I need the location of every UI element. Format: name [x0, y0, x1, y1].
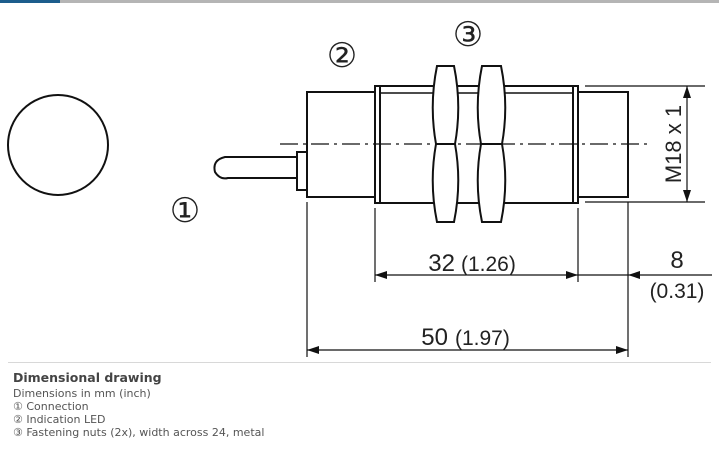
dim-8-value: 8 [670, 247, 683, 274]
dim-32-value: 32 [428, 250, 455, 277]
caption-item: ③ Fastening nuts (2x), width across 24, … [13, 426, 265, 439]
callout-3: ③ [453, 16, 483, 54]
caption-item: ① Connection [13, 400, 89, 413]
brand-strip [0, 0, 60, 3]
caption-item: ② Indication LED [13, 413, 106, 426]
dim-8-inch: (0.31) [650, 280, 705, 303]
front-view-circle [7, 94, 109, 196]
caption-title: Dimensional drawing [13, 370, 162, 385]
thread-label: M18 x 1 [661, 105, 686, 183]
callout-2: ② [327, 37, 357, 75]
callout-1: ① [170, 192, 200, 230]
caption-units: Dimensions in mm (inch) [13, 387, 151, 400]
dim-50-inch: (1.97) [455, 327, 510, 350]
dim-32-inch: (1.26) [461, 253, 516, 276]
divider [8, 362, 711, 363]
top-border [0, 0, 719, 3]
cable [213, 156, 297, 180]
dimensional-drawing: ① ② ③ 32 (1.26) 8 (0.31) 50 (1.97) M18 x… [7, 16, 712, 357]
caption: Dimensional drawing Dimensions in mm (in… [13, 371, 264, 439]
cable-gland [296, 151, 308, 191]
dim-50-value: 50 [421, 324, 448, 351]
